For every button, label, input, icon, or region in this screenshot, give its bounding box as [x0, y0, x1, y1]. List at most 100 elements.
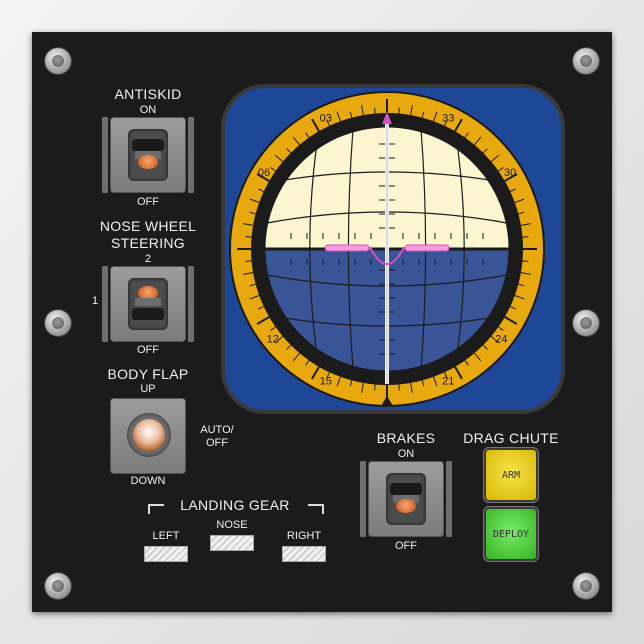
bezel-tick	[490, 336, 500, 344]
bezel-label: 30	[504, 167, 516, 179]
landing-gear-bracket-right	[308, 504, 324, 514]
bezel-tick	[510, 306, 516, 310]
bezel-tick	[336, 376, 341, 387]
bezel-tick	[286, 344, 292, 350]
nose-wheel-switch[interactable]	[102, 266, 194, 342]
bezel-tick	[292, 352, 300, 362]
bezel-label: 03	[320, 113, 332, 125]
bezel-tick	[490, 154, 500, 162]
bezel-tick	[245, 236, 252, 238]
bezel-tick	[398, 107, 400, 114]
bezel-tick	[454, 118, 463, 132]
landing-gear-title: LANDING GEAR	[180, 497, 290, 513]
bezel-tick	[326, 372, 330, 378]
bezel-tick	[374, 107, 376, 114]
bezel-tick	[518, 211, 525, 215]
bezel-tick	[249, 295, 260, 300]
antiskid-switch[interactable]	[102, 117, 194, 193]
bezel-tick	[474, 352, 482, 362]
screw-mid-right	[573, 310, 599, 336]
brakes-switch[interactable]	[360, 461, 452, 537]
screw-bottom-left	[45, 573, 71, 599]
bezel-tick	[464, 132, 469, 138]
ball-grid-curve	[309, 128, 320, 370]
brakes-title: BRAKES	[376, 430, 436, 446]
screw-top-left	[45, 48, 71, 74]
body-flap-up-label: UP	[140, 383, 156, 395]
bezel-tick	[349, 380, 353, 387]
bezel-tick	[243, 223, 254, 226]
bezel-tick	[256, 316, 270, 325]
bezel-tick	[398, 384, 400, 391]
bezel-tick	[270, 326, 276, 331]
drag-chute-deploy-button[interactable]: DEPLOY	[486, 509, 536, 559]
bezel-tick	[504, 316, 518, 325]
bezel-tick	[305, 360, 310, 366]
screw-mid-left	[45, 310, 71, 336]
bezel-tick	[326, 120, 330, 126]
bezel-tick	[454, 366, 463, 380]
body-flap-auto-label: AUTO/	[200, 424, 234, 436]
bezel-tick	[514, 295, 525, 300]
bezel-tick	[498, 326, 504, 331]
bezel-tick	[421, 111, 425, 118]
bezel-tick	[520, 223, 531, 226]
bezel-label: 24	[495, 333, 507, 345]
bezel-tick	[444, 120, 448, 126]
bezel-tick	[258, 188, 264, 192]
nose-wheel-title-1: NOSE WHEEL	[99, 218, 197, 234]
bezel-label: 06	[258, 167, 270, 179]
landing-gear-nose-label: NOSE	[216, 519, 248, 531]
bezel-tick	[510, 188, 516, 192]
landing-gear-right-label: RIGHT	[286, 530, 322, 542]
drag-chute-title: DRAG CHUTE	[463, 430, 559, 446]
landing-gear-left-label: LEFT	[152, 530, 180, 542]
bezel-tick	[292, 136, 300, 146]
bezel-label: 33	[442, 113, 454, 125]
bezel-tick	[518, 283, 525, 287]
landing-gear-nose-indicator	[210, 535, 254, 551]
bezel-tick	[514, 198, 525, 203]
bezel-ticks	[237, 99, 537, 399]
bezel-tick	[249, 198, 260, 203]
bezel-tick	[305, 132, 310, 138]
bezel-tick	[522, 260, 529, 262]
adi-aircraft-symbol	[329, 248, 445, 266]
bezel-tick	[482, 148, 488, 154]
bezel-tick	[361, 105, 364, 116]
landing-gear-right-indicator	[282, 546, 326, 562]
bezel-tick	[498, 167, 504, 172]
adi-heading-pointer	[382, 112, 392, 124]
bezel-tick	[245, 260, 252, 262]
bezel-tick	[433, 111, 438, 122]
bezel-tick	[444, 372, 448, 378]
body-flap-title: BODY FLAP	[107, 366, 189, 382]
brakes-on-label: ON	[397, 448, 415, 460]
nose-wheel-2-label: 2	[144, 253, 152, 265]
ball-grid	[264, 128, 510, 370]
bezel-tick	[249, 211, 256, 215]
bezel-tick	[520, 272, 531, 275]
bezel-tick	[421, 380, 425, 387]
nose-wheel-1-label: 1	[91, 295, 99, 307]
bezel-tick	[258, 306, 264, 310]
bezel-tick	[274, 154, 284, 162]
body-flap-off-label: OFF	[206, 437, 228, 449]
ball-grid-curve	[454, 128, 465, 370]
bezel-label: 12	[267, 333, 279, 345]
nose-wheel-off-label: OFF	[137, 344, 159, 356]
body-flap-knob[interactable]	[102, 398, 194, 474]
bezel-tick	[410, 105, 413, 116]
bezel-tick	[270, 167, 276, 172]
bezel-label: 15	[320, 375, 332, 387]
drag-chute-arm-button[interactable]: ARM	[486, 450, 536, 500]
brakes-off-label: OFF	[395, 540, 417, 552]
bezel-tick	[311, 118, 320, 132]
bezel-tick	[274, 336, 284, 344]
nose-wheel-title-2: STEERING	[111, 235, 185, 251]
body-flap-down-label: DOWN	[130, 475, 166, 487]
antiskid-off-label: OFF	[137, 196, 159, 208]
bezel-tick	[349, 111, 353, 118]
bezel-tick	[433, 376, 438, 387]
